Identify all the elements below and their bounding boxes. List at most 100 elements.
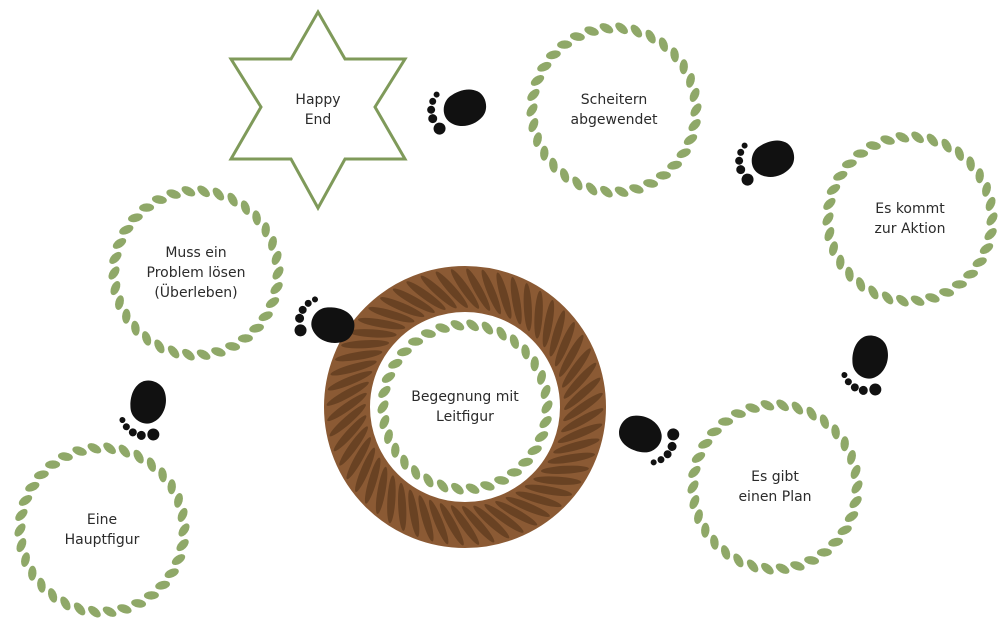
wreath-leaf: [251, 210, 261, 226]
wreath-leaf: [909, 129, 926, 145]
wreath-leaf: [843, 509, 860, 524]
node-aktion: Es kommt zur Aktion: [875, 199, 946, 239]
wreath-leaf: [28, 565, 37, 580]
wreath-leaf: [167, 479, 176, 494]
wreath-leaf: [971, 255, 988, 269]
wreath-leaf: [46, 587, 59, 604]
wreath-leaf: [71, 445, 88, 458]
wreath-leaf: [879, 134, 896, 147]
node-hauptfigur-line-1: Eine: [65, 510, 140, 530]
footprint-icon: [732, 134, 798, 187]
wreath-leaf: [584, 180, 600, 197]
footprint-icon: [115, 375, 176, 446]
wreath-leaf: [953, 145, 966, 162]
wreath-leaf: [818, 413, 831, 430]
wreath-leaf: [718, 417, 733, 426]
wreath-leaf: [962, 268, 978, 279]
wreath-leaf: [570, 175, 585, 192]
wreath-leaf: [257, 309, 274, 323]
wreath-leaf: [170, 552, 187, 567]
wreath-leaf: [774, 561, 791, 576]
wreath-leaf: [130, 320, 140, 336]
wreath-leaf: [731, 552, 746, 569]
wreath-leaf: [759, 398, 776, 413]
wreath-leaf: [12, 521, 27, 538]
wreath-leaf: [210, 345, 227, 358]
wreath-leaf: [965, 156, 975, 172]
wreath-leaf: [789, 400, 805, 417]
wreath-leaf: [981, 181, 993, 198]
wreath-leaf: [825, 182, 842, 197]
wreath-leaf: [730, 408, 746, 419]
node-scheitern-line-1: Scheitern: [571, 90, 658, 110]
wreath-leaf: [270, 264, 285, 281]
wreath-leaf: [679, 59, 688, 74]
wreath-leaf: [526, 117, 540, 134]
wreath-leaf: [682, 132, 699, 147]
wreath-leaf: [821, 196, 838, 212]
wreath-leaf: [45, 460, 60, 469]
node-begegnung-line-1: Begegnung mit: [411, 387, 519, 407]
wreath-leaf: [225, 191, 240, 208]
wreath-leaf: [628, 23, 644, 40]
wreath-leaf: [924, 132, 940, 149]
node-happy-end-line-2: End: [295, 110, 340, 130]
wreath-leaf: [828, 240, 840, 257]
wreath-leaf: [982, 226, 999, 242]
wreath-leaf: [116, 443, 132, 460]
wreath-leaf: [151, 194, 167, 205]
node-problem-line-2: Problem lösen: [147, 263, 246, 283]
wreath-leaf: [264, 295, 281, 310]
wreath-leaf: [836, 254, 845, 269]
wreath-leaf: [709, 534, 719, 550]
wreath-leaf: [894, 130, 911, 145]
wreath-leaf: [701, 522, 710, 537]
node-aktion-line-1: Es kommt: [875, 199, 946, 219]
wreath-leaf: [268, 280, 285, 296]
wreath-leaf: [17, 493, 34, 508]
wreath-leaf: [545, 49, 561, 60]
wreath-leaf: [536, 60, 553, 74]
wreath-leaf: [894, 293, 911, 309]
node-scheitern-line-2: abgewendet: [571, 110, 658, 130]
wreath-leaf: [111, 236, 128, 251]
wreath-leaf: [669, 47, 679, 63]
wreath-leaf: [101, 604, 118, 619]
wreath-leaf: [20, 551, 32, 568]
wreath-leaf: [210, 186, 226, 203]
wreath-leaf: [127, 212, 143, 223]
wreath-leaf: [140, 330, 153, 347]
wreath-leaf: [827, 536, 843, 547]
node-begegnung-line-2: Leitfigur: [411, 407, 519, 427]
wreath-leaf: [832, 169, 849, 183]
node-problem-line-1: Muss ein: [147, 243, 246, 263]
node-happy-end-line-1: Happy: [295, 90, 340, 110]
wreath-leaf: [176, 521, 191, 538]
wreath-leaf: [688, 101, 703, 118]
footprint-icon: [611, 404, 684, 471]
wreath-leaf: [57, 451, 73, 462]
wreath-leaf: [116, 602, 133, 615]
wreath-leaf: [804, 555, 820, 566]
wreath-leaf: [849, 463, 863, 480]
wreath-leaf: [690, 450, 707, 465]
wreath-leaf: [569, 31, 585, 42]
wreath-leaf: [666, 159, 682, 170]
wreath-leaf: [145, 456, 158, 473]
wreath-leaf: [675, 146, 692, 160]
wreath-leaf: [865, 140, 881, 151]
wreath-leaf: [152, 338, 167, 355]
wreath-leaf: [72, 600, 88, 617]
wreath-leaf: [557, 40, 572, 49]
wreath-leaf: [58, 595, 73, 612]
wreath-leaf: [108, 280, 122, 297]
wreath-leaf: [13, 507, 30, 523]
wreath-leaf: [613, 184, 630, 199]
wreath-leaf: [840, 436, 849, 451]
wreath-leaf: [836, 523, 853, 537]
node-scheitern: Scheitern abgewendet: [571, 90, 658, 130]
wreath-leaf: [613, 20, 630, 36]
wreath-leaf: [924, 291, 941, 304]
wreath-leaf: [122, 308, 131, 323]
